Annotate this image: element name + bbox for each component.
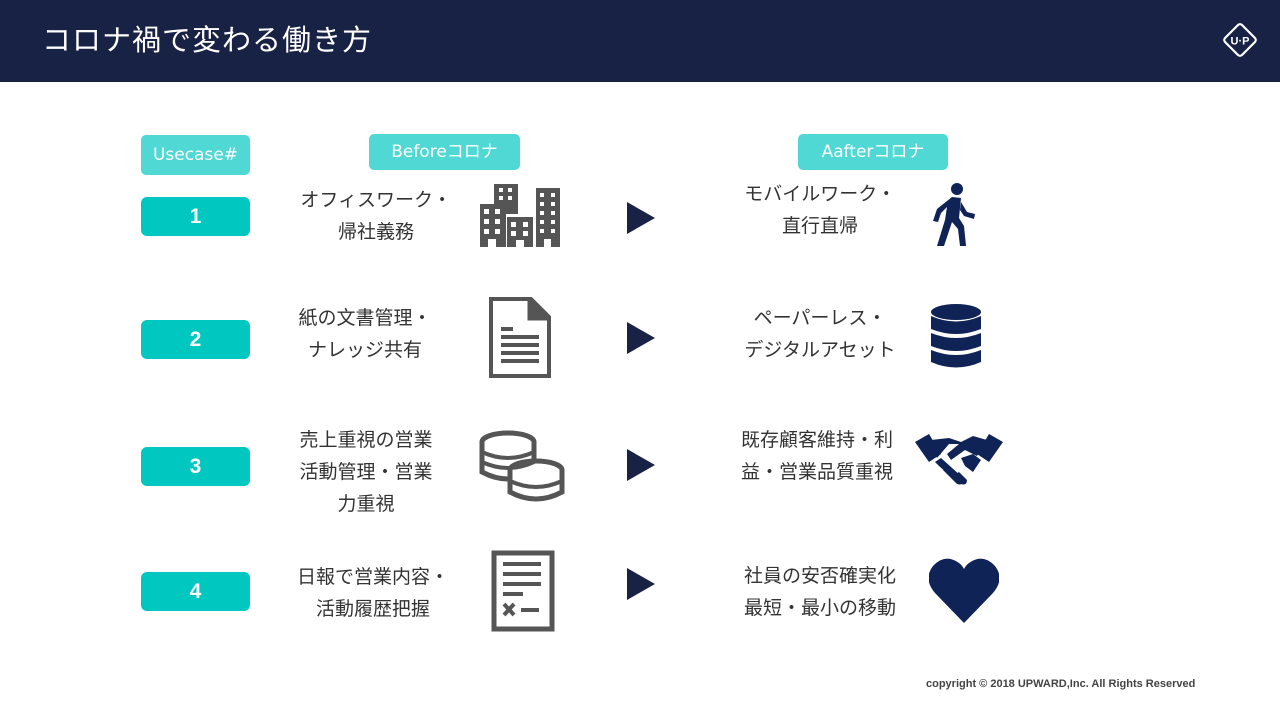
before-text-1: オフィスワーク・帰社義務: [300, 189, 452, 243]
handshake-icon: [915, 434, 1003, 485]
before-text-2: 紙の文書管理・ナレッジ共有: [298, 307, 432, 361]
before-column-header: Beforeコロナ: [369, 134, 520, 170]
after-column-header: Aafterコロナ: [798, 134, 948, 170]
before-text-4: 日報で営業内容・活動履歴把握: [296, 566, 449, 620]
after-text-1: モバイルワーク・直行直帰: [744, 183, 896, 237]
header-bar: コロナ禍で変わる働き方 U·P: [0, 0, 1280, 82]
svg-text:U·P: U·P: [1231, 36, 1250, 48]
heart-icon: [929, 558, 999, 623]
upward-logo-icon: U·P: [1223, 23, 1257, 57]
usecase-number-2: 2: [141, 320, 250, 359]
usecase-column-header: Usecase#: [141, 135, 250, 175]
document-icon: [489, 297, 551, 378]
arrow-right-icon: [627, 202, 655, 234]
arrow-right-icon: [627, 322, 655, 354]
report-form-icon: [491, 550, 555, 632]
arrow-right-icon: [627, 449, 655, 481]
page-title: コロナ禍で変わる働き方: [42, 23, 373, 57]
coins-icon: [479, 430, 565, 502]
usecase-number-4: 4: [141, 572, 250, 611]
copyright-text: copyright © 2018 UPWARD,Inc. All Rights …: [926, 678, 1196, 690]
walking-person-icon: [933, 183, 975, 246]
office-building-icon: [480, 184, 560, 247]
arrow-right-icon: [627, 568, 655, 600]
database-icon: [931, 304, 981, 368]
usecase-number-1: 1: [141, 197, 250, 236]
after-text-3: 既存顧客維持・利益・営業品質重視: [740, 429, 893, 483]
usecase-number-3: 3: [141, 447, 250, 486]
after-text-2: ペーパーレス・デジタルアセット: [744, 307, 896, 361]
before-text-3: 売上重視の営業活動管理・営業力重視: [299, 429, 433, 515]
after-text-4: 社員の安否確実化最短・最小の移動: [743, 565, 896, 619]
